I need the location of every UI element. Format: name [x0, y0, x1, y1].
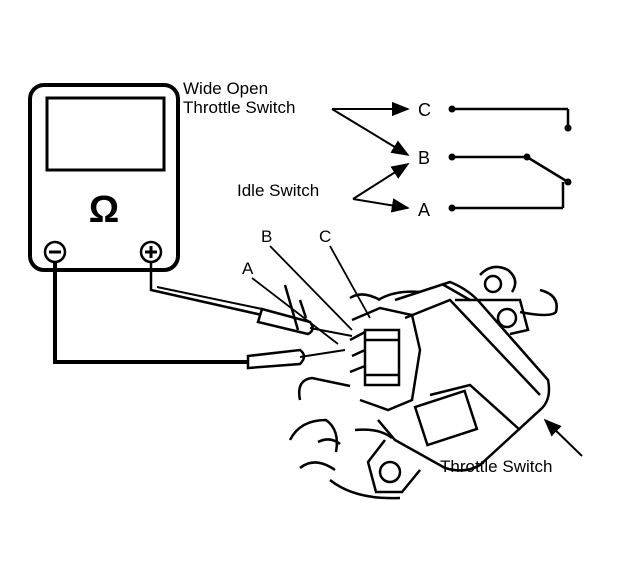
meter-display	[45, 96, 166, 172]
throttle-body	[283, 265, 558, 500]
positive-test-lead	[149, 262, 353, 337]
probe-b-label: B	[261, 227, 272, 246]
idle-arrow-to-a	[352, 198, 410, 213]
ohm-symbol: Ω	[89, 189, 119, 231]
ohmmeter: Ω	[28, 83, 180, 272]
throttle-switch-label: Throttle Switch	[440, 457, 552, 476]
positive-terminal	[139, 240, 163, 264]
terminal-c-label: C	[418, 100, 431, 120]
wot-arrow-to-b	[331, 108, 410, 156]
wide-open-throttle-label-line1: Wide Open	[183, 79, 268, 98]
negative-terminal	[43, 240, 67, 264]
probe-b-leader	[269, 245, 353, 331]
terminal-b-label: B	[418, 148, 430, 168]
idle-arrow-to-b	[352, 163, 410, 200]
wide-open-throttle-label-line2: Throttle Switch	[183, 98, 295, 117]
negative-test-lead	[53, 262, 346, 370]
probe-c-label: C	[319, 227, 331, 246]
idle-switch-label: Idle Switch	[237, 181, 319, 200]
terminal-a-label: A	[418, 200, 430, 220]
probe-a-leader	[251, 277, 339, 345]
probe-c-leader	[329, 245, 371, 319]
switch-schematic	[448, 105, 572, 212]
probe-a-label: A	[242, 259, 254, 278]
throttle-switch-arrow	[543, 418, 583, 457]
